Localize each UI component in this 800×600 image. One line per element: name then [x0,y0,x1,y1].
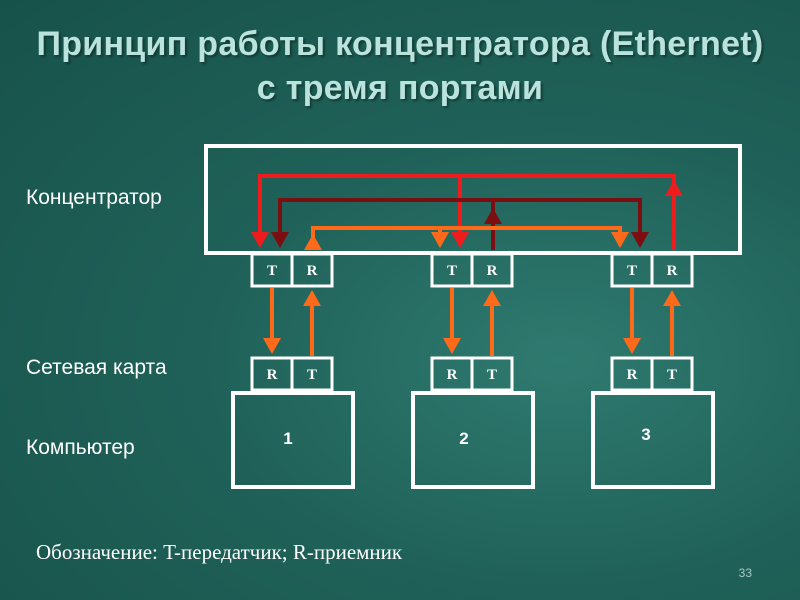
nic-port-group-2: R T [430,356,514,392]
nic-port-2-r: R [447,367,458,383]
hub-port-1-r: R [307,263,318,279]
hub-port-group-1: T R [250,252,334,288]
hub-bus-orange [311,226,622,250]
hub-bus-red [258,174,676,250]
link-arrows [263,288,681,356]
bus-arrowheads [251,180,683,250]
hub-bus-dark [278,198,642,250]
nic-label: Сетевая карта [26,356,167,379]
nic-port-1-r: R [267,367,278,383]
computer-2-number: 2 [459,429,468,448]
nic-port-3-t: T [667,367,677,383]
nic-port-3-r: R [627,367,638,383]
nic-port-2-t: T [487,367,497,383]
hub-port-2-t: T [447,263,457,279]
hub-port-3-r: R [667,263,678,279]
page-title: Принцип работы концентратора (Ethernet) … [0,22,800,110]
nic-port-1-t: T [307,367,317,383]
hub-port-3-t: T [627,263,637,279]
title-line-1: Принцип работы концентратора (Ethernet) [36,25,764,63]
computer-3: 3 [591,391,715,489]
hub-port-group-3: T R [610,252,694,288]
hub-port-2-r: R [487,263,498,279]
legend-text: Обозначение: T-передатчик; R-приемник [36,540,403,564]
computer-1-number: 1 [283,429,292,448]
hub-port-1-t: T [267,263,277,279]
computer-label: Компьютер [26,436,135,459]
computer-2: 2 [411,391,535,489]
title-line-2: с тремя портами [256,69,544,107]
nic-port-group-3: R T [610,356,694,392]
hub-port-group-2: T R [430,252,514,288]
computer-3-number: 3 [641,425,650,444]
page-number: 33 [738,566,752,580]
hub-label: Концентратор [26,186,162,209]
nic-port-group-1: R T [250,356,334,392]
computer-1: 1 [231,391,355,489]
